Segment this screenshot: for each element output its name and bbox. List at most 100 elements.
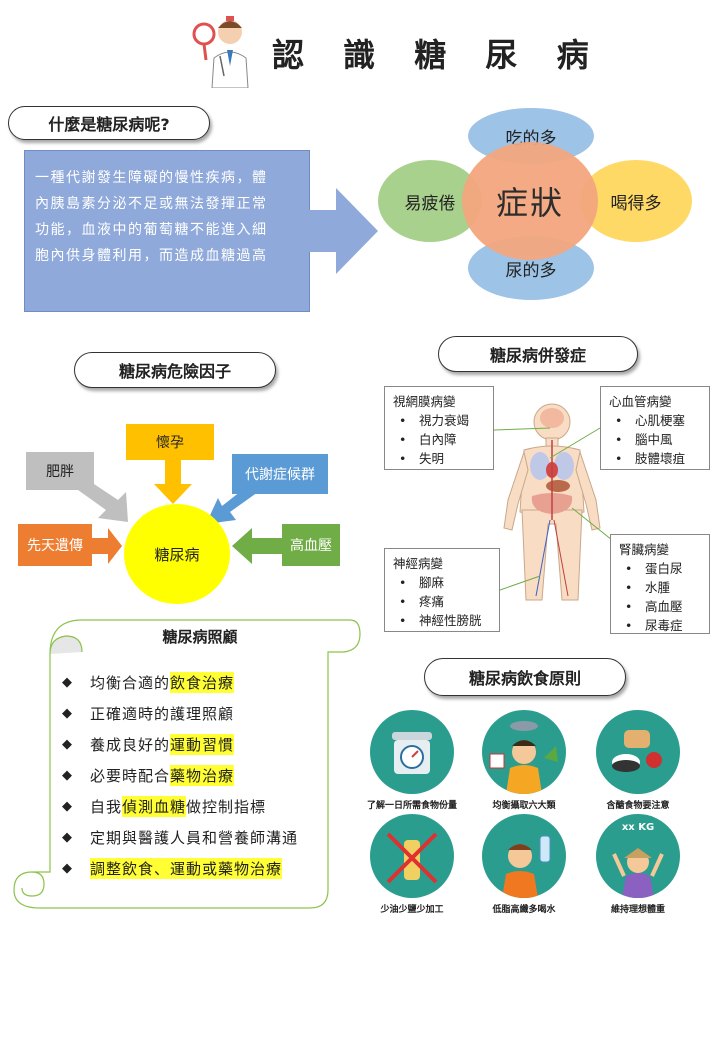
page-title: 認 識 糖 尿 病 [272,36,603,74]
weight-kg-text: xx KG [621,822,655,833]
care-highlight: 藥物治療 [170,765,235,786]
risk-metabolic-label: 代謝症候群 [245,467,315,483]
care-text: 定期與醫護人員和營養師溝通 [90,829,299,847]
care-highlight: 飲食治療 [170,672,235,693]
care-heading: 糖尿病照顧 [162,628,238,646]
list-item: 失明 [399,449,485,468]
diamond-icon: ◆ [62,706,73,721]
diet-label: 了解一日所需食物份量 [366,801,457,811]
risk-obesity-label: 肥胖 [46,464,74,480]
right-arrow-icon [306,188,378,274]
carb-foods-icon [596,710,680,794]
diet-label: 維持理想體重 [610,905,665,915]
list-item: 水腫 [625,578,701,597]
symptom-right: 喝得多 [580,160,692,242]
risk-hypertension-label: 高血壓 [290,538,332,554]
diet-label: 均衡攝取六大類 [492,801,556,811]
list-item: 視力衰竭 [399,411,485,430]
care-item: ◆ 養成良好的運動習慣 [62,734,235,755]
what-heading: 什麼是糖尿病呢? [8,106,210,140]
diamond-icon: ◆ [62,830,73,845]
care-text: 正確適時的護理照顧 [90,705,235,723]
balanced-foods-icon [482,710,566,794]
nerve-complication-title: 神經病變 [393,556,444,571]
list-item: 神經性膀胱 [399,611,491,630]
care-item: ◆ 調整飲食、運動或藥物治療 [62,858,283,879]
genetic-arrow-icon [92,528,122,564]
diamond-icon: ◆ [62,675,73,690]
complication-connectors [380,380,720,640]
list-item: 心肌梗塞 [615,411,701,430]
care-highlight: 偵測血糖 [122,796,187,817]
risk-heading: 糖尿病危險因子 [74,352,276,388]
care-text: 均衡合適的 [90,674,171,692]
care-item: ◆ 正確適時的護理照顧 [62,703,234,724]
risk-genetic-label: 先天遺傳 [27,538,83,554]
list-item: 尿毒症 [625,616,701,635]
scale-icon [370,710,454,794]
diamond-icon: ◆ [62,768,73,783]
complications-heading-text: 糖尿病併發症 [489,346,586,365]
care-text: 養成良好的 [90,736,171,754]
symptom-right-label: 喝得多 [610,193,662,214]
list-item: 疼痛 [399,592,491,611]
diet-label: 少油少鹽少加工 [380,905,444,915]
doctor-icon [190,10,260,89]
care-highlight: 運動習慣 [170,734,235,755]
diamond-icon: ◆ [62,737,73,752]
pregnancy-arrow-icon [154,460,192,504]
symptom-left-label: 易疲倦 [404,193,456,214]
heart-complication-title: 心血管病變 [609,394,672,409]
eye-complication: 視網膜病變 視力衰竭 白內障 失明 [384,386,494,470]
risk-pregnancy-label: 懷孕 [156,435,184,451]
complications-heading: 糖尿病併發症 [438,336,638,372]
what-heading-text: 什麼是糖尿病呢? [48,115,170,134]
definition-line: 功能，血液中的葡萄糖不能進入細 [35,222,268,238]
definition-line: 內胰島素分泌不足或無法發揮正常 [35,196,268,212]
risk-hypertension: 高血壓 [282,524,340,566]
care-item: ◆ 必要時配合藥物治療 [62,765,235,786]
diamond-icon: ◆ [62,861,73,876]
risk-center: 糖尿病 [124,504,230,604]
diet-heading: 糖尿病飲食原則 [424,658,626,696]
list-item: 高血壓 [625,597,701,616]
symptom-center-label: 症狀 [495,184,564,222]
list-item: 腦中風 [615,430,701,449]
eye-complication-title: 視網膜病變 [393,394,456,409]
diet-label: 低脂高纖多喝水 [492,905,556,915]
list-item: 腳麻 [399,573,491,592]
definition-line: 胞內供身體利用，而造成血糖過高 [35,248,268,264]
list-item: 白內障 [399,430,485,449]
care-item: ◆ 自我偵測血糖做控制指標 [62,796,266,817]
nerve-complication: 神經病變 腳麻 疼痛 神經性膀胱 [384,548,500,632]
ideal-weight-icon [596,814,680,898]
diet-heading-text: 糖尿病飲食原則 [468,669,581,688]
symptom-center: 症狀 [462,142,598,260]
risk-metabolic: 代謝症候群 [232,454,328,494]
symptom-bottom-label: 尿的多 [505,260,557,281]
care-text: 自我 [90,798,123,816]
care-item: ◆ 定期與醫護人員和營養師溝通 [62,827,298,848]
diet-label: 含醣食物要注意 [606,801,670,811]
care-highlight: 調整飲食、運動或藥物治療 [90,858,283,879]
care-item: ◆ 均衡合適的飲食治療 [62,672,235,693]
kidney-complication: 腎臟病變 蛋白尿 水腫 高血壓 尿毒症 [610,534,710,635]
risk-genetic: 先天遺傳 [18,524,92,566]
care-text: 做控制指標 [186,798,267,816]
care-scroll [10,618,362,910]
risk-obesity: 肥胖 [26,452,94,490]
definition-text: 一種代謝發生障礙的慢性疾病，體 內胰島素分泌不足或無法發揮正常 功能，血液中的葡… [35,165,299,269]
no-oil-icon [370,814,454,898]
drink-water-icon [482,814,566,898]
metabolic-arrow-icon [206,484,258,524]
care-text: 必要時配合 [90,767,171,785]
risk-heading-text: 糖尿病危險因子 [118,362,231,381]
list-item: 蛋白尿 [625,559,701,578]
heart-complication: 心血管病變 心肌梗塞 腦中風 肢體壞疽 [600,386,710,470]
risk-arrows [0,420,360,620]
obesity-arrow-icon [78,480,128,522]
definition-box: 一種代謝發生障礙的慢性疾病，體 內胰島素分泌不足或無法發揮正常 功能，血液中的葡… [24,150,310,312]
list-item: 肢體壞疽 [615,449,701,468]
hypertension-arrow-icon [232,528,282,564]
definition-line: 一種代謝發生障礙的慢性疾病，體 [35,170,268,186]
